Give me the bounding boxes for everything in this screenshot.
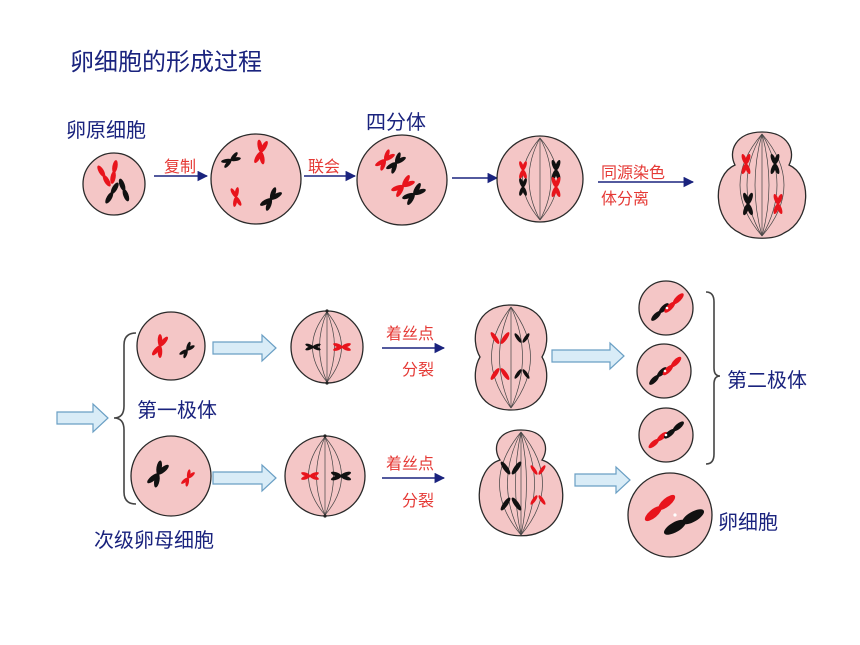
arrow-entry	[56, 402, 109, 434]
label-oogonium: 卵原细胞	[66, 118, 146, 142]
cell-secondary-oocyte	[130, 435, 212, 517]
label-homolog-separation-1: 同源染色	[601, 163, 666, 182]
label-second-polar-body: 第二极体	[727, 368, 807, 392]
label-centromere-split-bottom-1: 着丝点	[386, 454, 435, 473]
cell-anaphase-one	[717, 131, 807, 239]
label-centromere-split-top-2: 分裂	[402, 360, 435, 379]
label-tetrad: 四分体	[366, 110, 426, 134]
cell-first-polar-body	[136, 311, 206, 381]
cell-polar-body-metaphase-two	[290, 309, 364, 385]
cell-replicated	[210, 133, 302, 225]
cell-polar-body-anaphase-two	[474, 304, 548, 411]
label-homolog-separation-2: 体分离	[601, 189, 650, 208]
cell-second-polar-body-1	[638, 280, 694, 336]
left-brace	[113, 332, 137, 505]
label-synapsis: 联会	[308, 157, 341, 176]
cell-egg	[627, 472, 713, 558]
cell-second-polar-body-3	[638, 407, 694, 463]
label-secondary-oocyte: 次级卵母细胞	[94, 528, 214, 552]
cell-tetrad	[356, 134, 448, 226]
page-title: 卵细胞的形成过程	[70, 48, 262, 76]
label-replication: 复制	[164, 157, 197, 176]
cell-oocyte-metaphase-two	[284, 434, 366, 518]
cell-oogonium	[82, 152, 146, 216]
cell-metaphase-one	[496, 135, 584, 223]
cell-second-polar-body-2	[636, 343, 692, 399]
arrow-polar-to-metaphase-two	[212, 333, 277, 363]
arrow-to-egg-cell	[574, 465, 631, 495]
cell-oocyte-anaphase-two	[478, 429, 564, 537]
right-brace	[705, 291, 721, 465]
arrow-to-second-polar-bodies	[551, 341, 625, 371]
label-centromere-split-bottom-2: 分裂	[402, 491, 435, 510]
label-centromere-split-top-1: 着丝点	[386, 324, 435, 343]
label-first-polar-body: 第一极体	[137, 398, 217, 422]
label-egg-cell: 卵细胞	[718, 510, 778, 534]
arrow-oocyte-to-metaphase-two	[212, 463, 277, 493]
